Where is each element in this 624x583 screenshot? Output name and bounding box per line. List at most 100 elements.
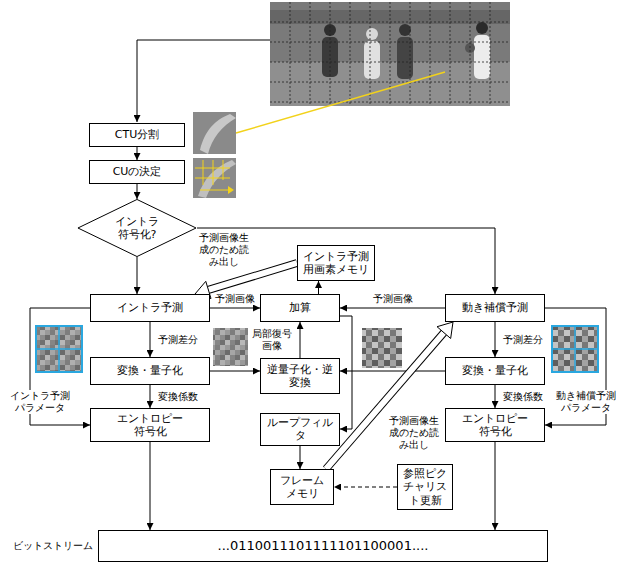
process-box: 変換・量子化 [90, 357, 210, 385]
edge-label: 局部復号画像 [249, 328, 295, 352]
connector-line [495, 442, 496, 530]
memory-box: イントラ予測用画素メモリ [297, 245, 375, 281]
connector [150, 322, 151, 357]
connector [300, 446, 301, 470]
grid-line [270, 22, 510, 23]
connector-line [300, 322, 301, 358]
edge-label: 予測画像 [372, 293, 414, 305]
connector [340, 308, 445, 309]
memory-box: フレームメモリ [270, 469, 334, 505]
edge-label: 予測画像生成のため読み出し [197, 232, 251, 268]
edge-label: 予測画像 [214, 293, 256, 305]
grid-line [270, 82, 510, 83]
box-text: 動き補償予測 [462, 301, 528, 314]
source-frame-photo [270, 2, 510, 106]
connector [137, 184, 138, 199]
grid-line [450, 2, 451, 106]
box-text: ループフィルタ [265, 416, 335, 442]
connectors [30, 147, 606, 530]
player-head [399, 24, 411, 36]
connector [340, 371, 445, 372]
cu-grid [195, 160, 234, 194]
grid-line [330, 2, 331, 106]
process-box: ループフィルタ [260, 413, 340, 446]
connector-line [210, 371, 260, 372]
edge-label: イントラ予測パラメータ [7, 390, 73, 414]
thumb-frame [552, 326, 598, 372]
thumb-ground [193, 158, 236, 198]
grid-line [350, 2, 351, 106]
box-text: エントロピー符号化 [115, 412, 185, 438]
edge-label: 予測画像生成のため読み出し [387, 415, 441, 451]
box-text: フレームメモリ [279, 474, 325, 500]
box-text: CTU分割 [115, 128, 159, 141]
connector [318, 281, 319, 294]
edge-label: 動き補償予測パラメータ [553, 390, 619, 414]
inter-block-thumbnail [552, 326, 598, 372]
input-arrow [137, 40, 270, 122]
player-body [397, 37, 413, 79]
connector [340, 316, 352, 429]
connector-line [137, 147, 138, 160]
box-text: CUの決定 [113, 165, 162, 178]
box-text: イントラ予測用画素メモリ [302, 250, 370, 276]
thumb-figure [200, 114, 236, 154]
box-text: 変換・量子化 [117, 364, 183, 377]
grid-line [410, 2, 411, 106]
connector [150, 385, 151, 408]
hollow-arrow-head [437, 322, 453, 338]
grid-line [470, 2, 471, 106]
thumb-frame [36, 326, 82, 372]
grid-line [270, 102, 510, 103]
cu-arrow [228, 186, 234, 194]
grid-line [310, 2, 311, 106]
connector [137, 147, 138, 160]
connector [495, 322, 496, 357]
connector-line [137, 257, 138, 294]
motion-prediction-image [362, 328, 402, 368]
edge-label: 予測差分 [157, 334, 199, 346]
grid-line [213, 160, 214, 185]
connector [210, 308, 260, 309]
diamond-shape [78, 199, 196, 256]
box-text: 加算 [289, 301, 311, 314]
connector [137, 257, 138, 294]
process-box: CUの決定 [89, 160, 185, 184]
grid-line [390, 2, 391, 106]
intra-prediction-image [213, 328, 248, 366]
connector-line [340, 308, 445, 309]
photo-ground [270, 2, 510, 106]
edge-label: 変換係数 [157, 391, 199, 403]
bitstream-box: ビットストリーム...0110011101111101100001.... [98, 530, 548, 562]
connector-line [495, 322, 496, 357]
connector-line [300, 446, 301, 470]
grid-line [490, 2, 491, 106]
connector [300, 322, 301, 358]
connector-line [334, 487, 397, 488]
box-text: エントロピー符号化 [460, 412, 530, 438]
connector-line [340, 316, 352, 429]
process-box: エントロピー符号化 [445, 408, 545, 442]
process-box: CTU分割 [89, 123, 185, 147]
grid-line [195, 178, 230, 179]
box-text: 変換・量子化 [462, 364, 528, 377]
ctu-zoom-thumbnail [193, 112, 236, 154]
cu-split-thumbnail [193, 158, 236, 198]
grid-line [270, 62, 510, 63]
grid-line [195, 168, 230, 169]
process-box: 変換・量子化 [445, 357, 545, 385]
connector-line [150, 385, 151, 408]
player-head [476, 22, 488, 34]
grid-line [270, 42, 510, 43]
connector-line [150, 442, 151, 530]
player-body [364, 41, 380, 79]
connector-line [340, 371, 445, 372]
connector-line [318, 281, 319, 294]
connector-line [150, 322, 151, 357]
box-text: ...0110011101111101100001.... [218, 538, 429, 554]
connector [495, 385, 496, 408]
grid-line [370, 2, 371, 106]
